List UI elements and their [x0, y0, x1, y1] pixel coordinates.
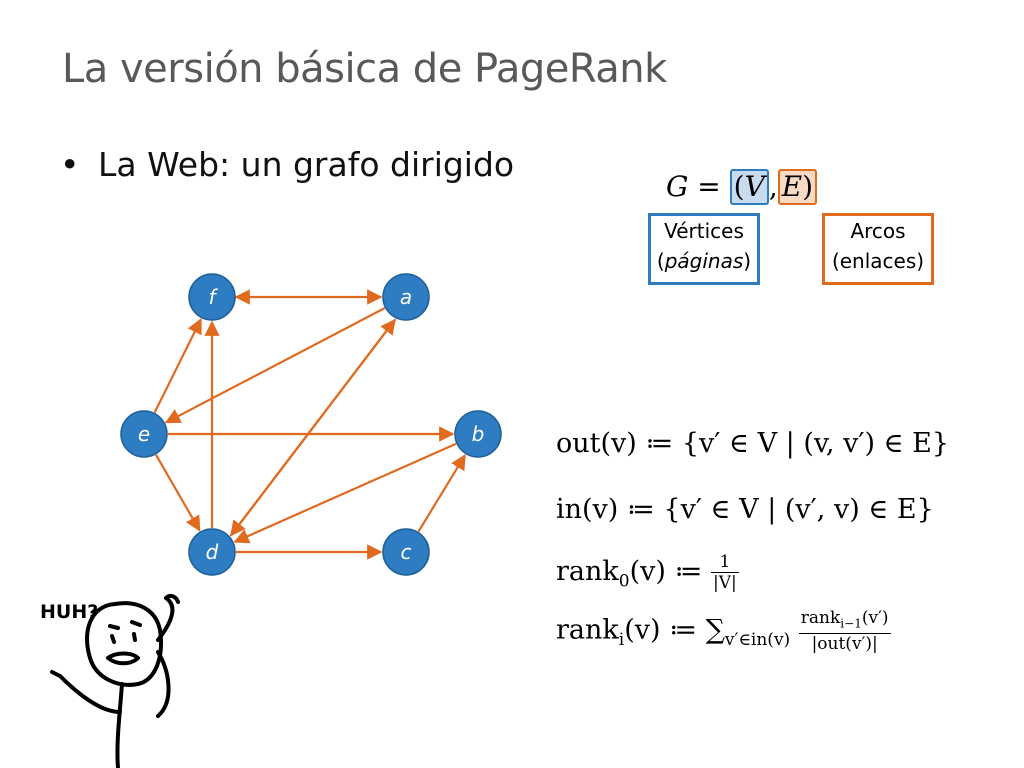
node-a: a	[382, 273, 430, 321]
slide-title: La versión básica de PageRank	[62, 46, 667, 92]
node-circle-f	[188, 273, 236, 321]
arcs-legend-box: Arcos (enlaces)	[822, 213, 934, 285]
node-c: c	[382, 528, 430, 576]
arcs-label: Arcos	[850, 219, 906, 243]
graph-symbol: G	[666, 170, 689, 203]
node-circle-e	[120, 410, 168, 458]
bullet-item: • La Web: un grafo dirigido	[60, 145, 514, 184]
rank0-formula: rank0(v) ≔ 1|V|	[556, 552, 739, 593]
ranki-fraction: ranki−1(v′)|out(v′)|	[798, 608, 891, 655]
vertices-symbol: V	[744, 170, 765, 203]
node-label-c: c	[401, 540, 412, 564]
ranki-formula: ranki(v) ≔ ∑v′∈in(v) ranki−1(v′)|out(v′)…	[556, 608, 891, 655]
edge-a-d	[230, 318, 397, 537]
vertices-legend-box: Vértices (páginas)	[648, 213, 760, 285]
vertices-highlight: (V	[729, 169, 769, 205]
vertices-sublabel: (páginas)	[656, 249, 752, 273]
node-circle-d	[188, 528, 236, 576]
edge-e-f	[153, 318, 202, 413]
node-label-a: a	[400, 285, 412, 309]
node-label-e: e	[138, 422, 150, 446]
meme-text: HUH?	[40, 601, 98, 623]
equals-sign: =	[688, 170, 730, 203]
graph-definition: G = (V,E)	[666, 168, 818, 206]
vertices-label: Vértices	[664, 219, 744, 243]
node-d: d	[188, 528, 236, 576]
edge-e-d	[155, 454, 201, 532]
edges-symbol: E	[781, 170, 803, 203]
node-f: f	[188, 273, 236, 321]
in-formula: in(v) ≔ {v′ ∈ V | (v′, v) ∈ E}	[556, 494, 934, 525]
stick-figure-drawing	[50, 593, 180, 768]
close-paren: )	[802, 170, 814, 203]
node-e: e	[120, 410, 168, 458]
node-circle-a	[382, 273, 430, 321]
node-label-d: d	[206, 540, 219, 564]
out-formula: out(v) ≔ {v′ ∈ V | (v, v′) ∈ E}	[556, 428, 950, 459]
node-b: b	[454, 410, 502, 458]
edges-highlight: E)	[777, 169, 818, 205]
edge-c-b	[417, 454, 466, 533]
confused-stick-figure: HUH?	[40, 593, 180, 768]
arcs-sublabel: (enlaces)	[831, 249, 925, 273]
node-circle-b	[454, 410, 502, 458]
bullet-marker: •	[60, 145, 80, 184]
bullet-text: La Web: un grafo dirigido	[98, 145, 515, 184]
comma: ,	[768, 170, 778, 203]
node-label-f: f	[208, 285, 218, 309]
edge-b-d	[233, 442, 457, 544]
edge-a-e	[164, 307, 386, 424]
node-circle-c	[382, 528, 430, 576]
rank0-fraction: 1|V|	[710, 552, 739, 593]
node-label-b: b	[472, 422, 485, 446]
open-paren: (	[733, 170, 745, 203]
